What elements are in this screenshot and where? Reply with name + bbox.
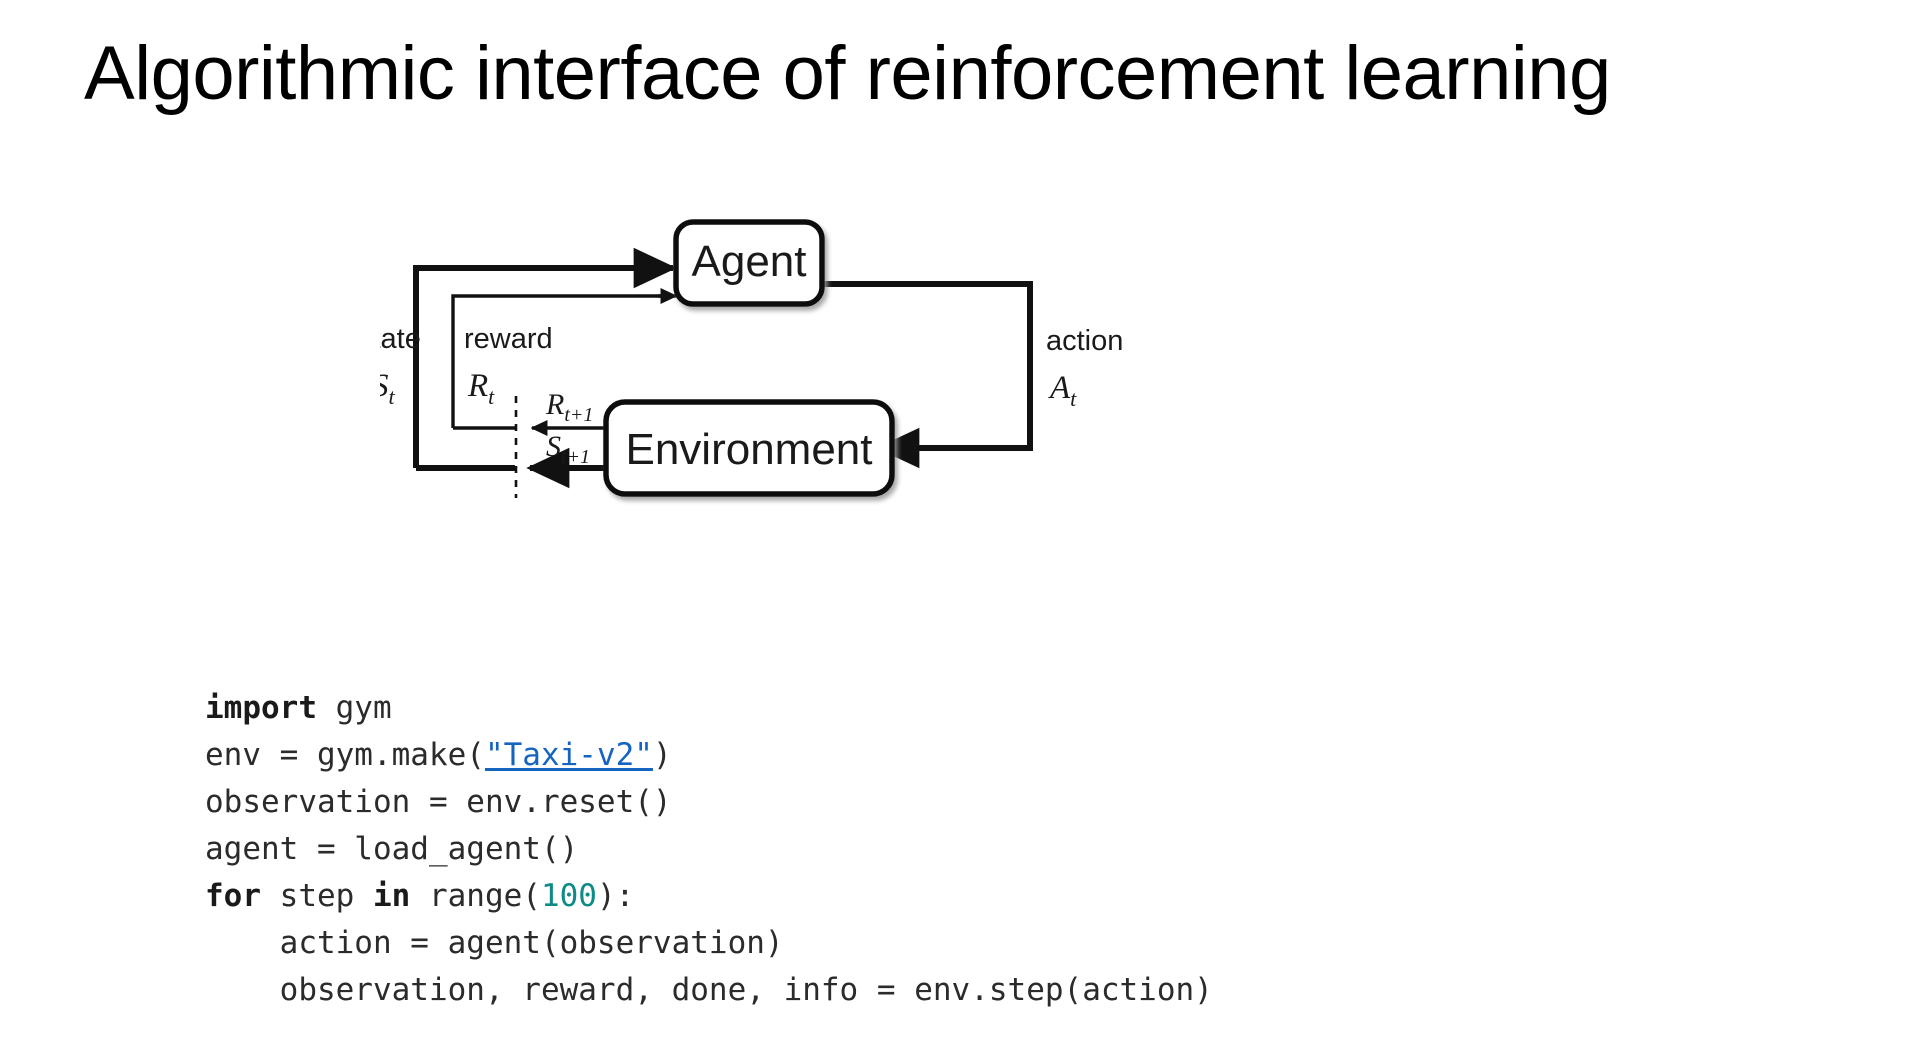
code-line: observation, reward, done, info = env.st…: [205, 967, 1213, 1014]
code-number-literal: 100: [540, 878, 597, 914]
label-state-symbol: St: [380, 368, 396, 409]
node-environment: Environment: [603, 399, 895, 497]
label-reward-symbol: Rt: [467, 368, 495, 409]
code-text: agent = load_agent(): [205, 831, 579, 867]
rl-loop-diagram: Agent Environment state St reward Rt act…: [380, 200, 1440, 530]
page-title: Algorithmic interface of reinforcement l…: [84, 31, 1611, 116]
code-line: agent = load_agent(): [205, 826, 1213, 873]
code-text: action = agent(observation): [205, 925, 784, 961]
code-text: gym: [316, 690, 392, 726]
code-text: range(: [410, 878, 541, 914]
edge-reward: [451, 288, 678, 430]
code-line: for step in range(100):: [205, 873, 1213, 920]
edge-state: [413, 247, 677, 471]
code-keyword: in: [372, 878, 411, 914]
node-agent-label: Agent: [692, 237, 807, 286]
label-next-state-symbol: St+1: [546, 430, 590, 468]
label-next-reward-symbol: Rt+1: [545, 388, 593, 426]
label-action-word: action: [1046, 325, 1123, 357]
code-keyword: for: [205, 878, 261, 914]
code-text: observation, reward, done, info = env.st…: [205, 972, 1213, 1008]
code-keyword: import: [205, 690, 317, 726]
label-action-symbol: At: [1048, 370, 1077, 411]
code-line: observation = env.reset(): [205, 779, 1213, 826]
code-text: ): [652, 737, 672, 773]
label-reward-word: reward: [464, 323, 553, 355]
node-agent: Agent: [673, 219, 825, 307]
code-line: import gym: [205, 685, 1213, 732]
code-line: action = agent(observation): [205, 920, 1213, 967]
code-text: env = gym.make(: [205, 737, 485, 773]
label-state-word: state: [380, 323, 421, 355]
code-text: ):: [596, 878, 635, 914]
node-environment-label: Environment: [625, 425, 872, 474]
code-text: observation = env.reset(): [205, 784, 672, 820]
code-text: step: [261, 878, 373, 914]
code-env-id-link[interactable]: "Taxi-v2": [484, 737, 653, 773]
code-line: env = gym.make("Taxi-v2"): [205, 732, 1213, 779]
